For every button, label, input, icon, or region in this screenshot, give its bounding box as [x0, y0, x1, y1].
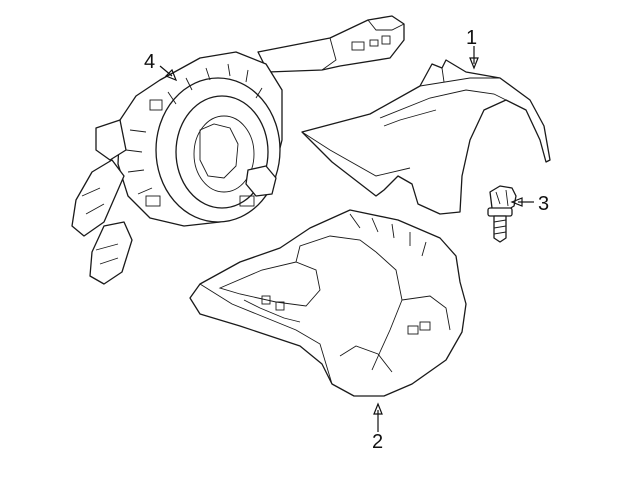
part-2-lower-column-cover [189, 209, 467, 397]
leader-4-arrow [164, 68, 178, 82]
part-1-upper-column-cover [301, 59, 551, 215]
callout-1: 1 [466, 27, 477, 49]
leader-2-arrow [373, 402, 383, 415]
leader-4 [159, 65, 173, 77]
part-4-clock-spring-switch-assembly [71, 15, 405, 285]
part-3-screw [487, 185, 517, 243]
callout-2: 2 [372, 431, 383, 453]
callout-3: 3 [538, 193, 549, 215]
callout-4: 4 [144, 51, 155, 73]
leader-3-arrow [510, 197, 523, 207]
callout-leaders [159, 46, 534, 432]
leader-1-arrow [469, 57, 479, 70]
